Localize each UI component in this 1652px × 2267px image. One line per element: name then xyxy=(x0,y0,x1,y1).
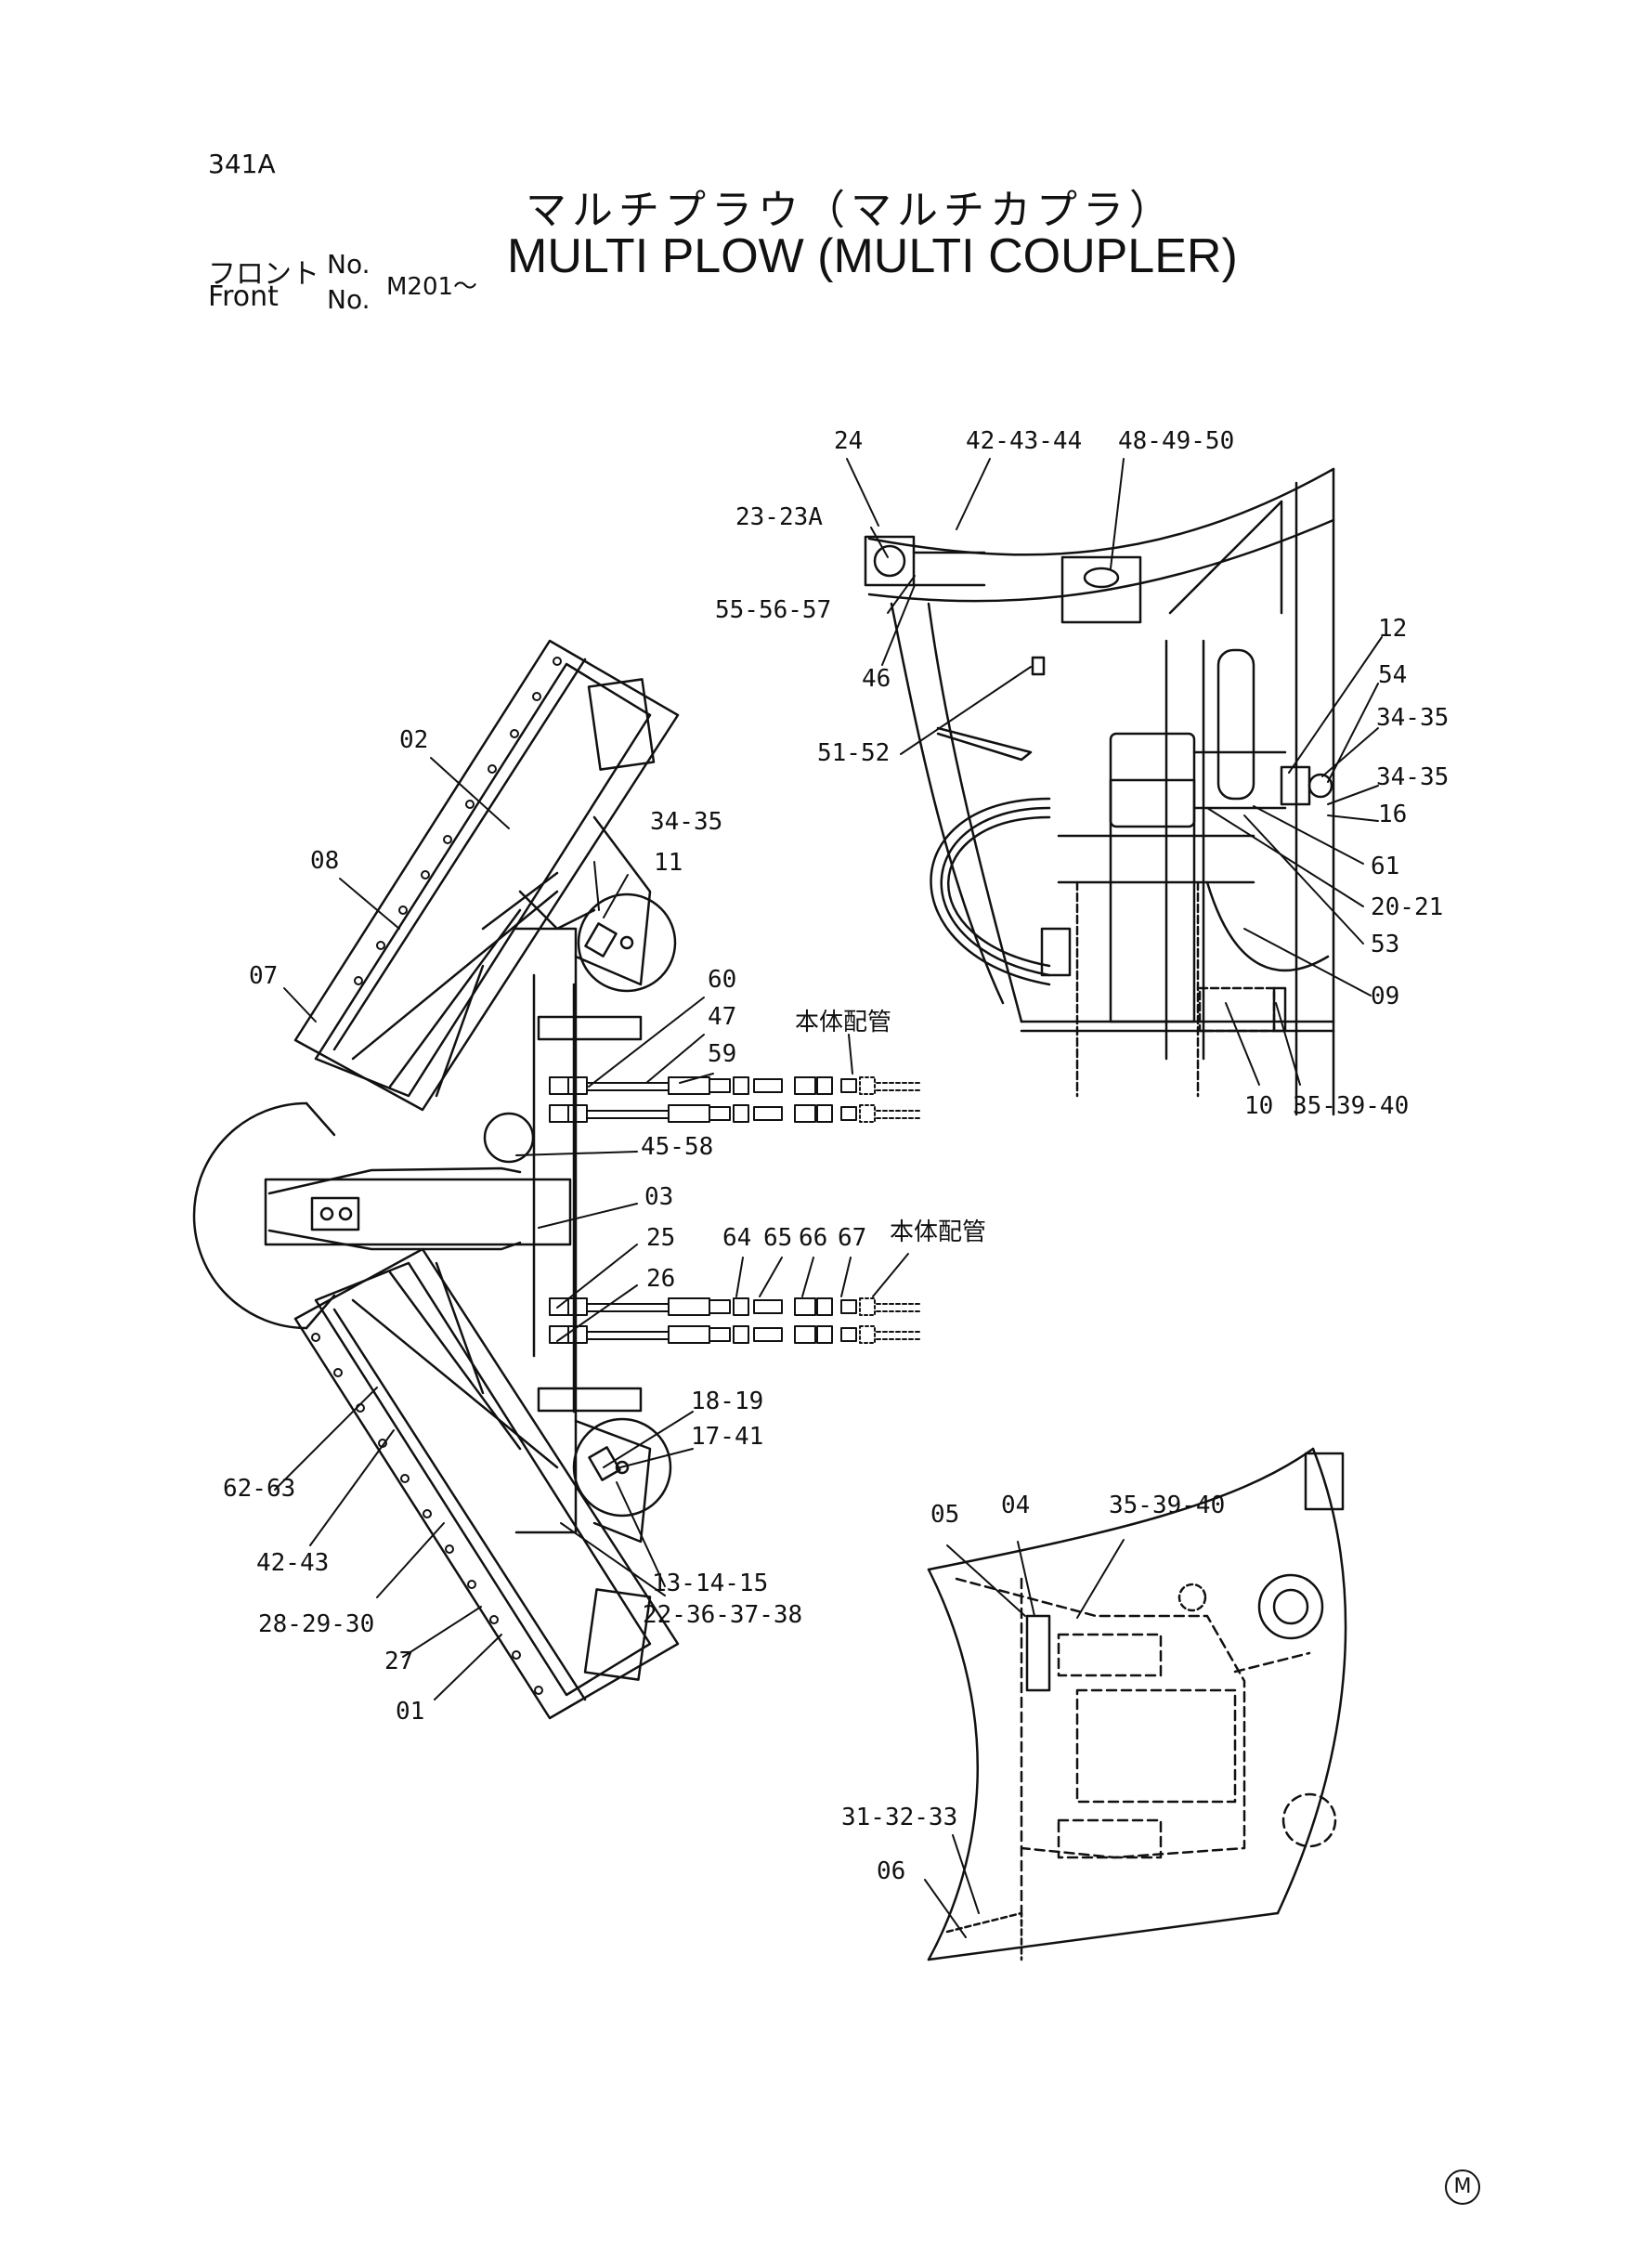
callout-04: 04 xyxy=(1001,1492,1031,1519)
callout-48-49-50: 48-49-50 xyxy=(1118,427,1235,455)
no-label-1: No. xyxy=(327,249,371,280)
callout-11: 11 xyxy=(654,849,683,877)
callout-22-36-37-38: 22-36-37-38 xyxy=(643,1601,803,1629)
callout-02: 02 xyxy=(399,726,429,754)
callout-28-29-30: 28-29-30 xyxy=(258,1610,375,1638)
plow-assembly xyxy=(192,639,920,1720)
callout-46: 46 xyxy=(862,665,891,693)
callout-03: 03 xyxy=(644,1183,674,1211)
callout-08: 08 xyxy=(310,847,340,875)
callout-53: 53 xyxy=(1371,931,1400,958)
callout-09: 09 xyxy=(1371,983,1400,1010)
callout-42-43: 42-43 xyxy=(256,1549,330,1577)
callout-18-19: 18-19 xyxy=(691,1388,764,1415)
title-japanese: マルチプラウ（マルチカプラ） xyxy=(526,187,1176,234)
coupler-side-view xyxy=(864,467,1335,1116)
callout-60: 60 xyxy=(708,966,737,994)
callout-61: 61 xyxy=(1371,853,1400,880)
callout-62-63: 62-63 xyxy=(223,1475,296,1503)
m-mark-symbol: M xyxy=(1445,2169,1480,2205)
callout-45-58: 45-58 xyxy=(641,1133,714,1161)
callout-13-14-15: 13-14-15 xyxy=(652,1570,769,1597)
callout-10: 10 xyxy=(1244,1092,1274,1120)
front-label-english: Front xyxy=(208,280,279,313)
callout-34-35-a: 34-35 xyxy=(1376,704,1450,732)
callout-12: 12 xyxy=(1378,615,1408,643)
callout-54: 54 xyxy=(1378,661,1408,689)
front-number: M201～ xyxy=(386,273,478,301)
callout-51-52: 51-52 xyxy=(817,739,891,767)
callout-65: 65 xyxy=(763,1224,793,1252)
callout-05: 05 xyxy=(930,1501,960,1529)
callout-24: 24 xyxy=(834,427,864,455)
callout-26: 26 xyxy=(646,1265,676,1293)
callout-body-piping-upper: 本体配管 xyxy=(795,1009,892,1036)
callout-01: 01 xyxy=(396,1698,425,1726)
callout-27: 27 xyxy=(384,1648,414,1675)
callout-34-35-c: 34-35 xyxy=(650,808,723,836)
no-label-2: No. xyxy=(327,284,371,315)
title-english: MULTI PLOW (MULTI COUPLER) xyxy=(507,229,1238,283)
callout-07: 07 xyxy=(249,962,279,990)
callout-17-41: 17-41 xyxy=(691,1423,764,1451)
callout-35-39-40-a: 35-39-40 xyxy=(1293,1092,1410,1120)
callout-16: 16 xyxy=(1378,801,1408,828)
callout-47: 47 xyxy=(708,1003,737,1031)
leader-lines xyxy=(274,458,1383,1938)
callout-body-piping-lower: 本体配管 xyxy=(890,1218,987,1246)
callout-34-35-b: 34-35 xyxy=(1376,763,1450,791)
callout-35-39-40-b: 35-39-40 xyxy=(1109,1492,1226,1519)
plow-rear-view xyxy=(927,1447,1347,1961)
callout-66: 66 xyxy=(799,1224,828,1252)
front-label-japanese: フロント xyxy=(208,258,319,291)
callout-55-56-57: 55-56-57 xyxy=(715,596,832,624)
callout-64: 64 xyxy=(722,1224,752,1252)
page-code: 341A xyxy=(208,149,276,179)
callout-59: 59 xyxy=(708,1040,737,1068)
callout-20-21: 20-21 xyxy=(1371,893,1444,921)
callout-42-43-44: 42-43-44 xyxy=(966,427,1083,455)
callout-23-23A: 23-23A xyxy=(735,503,823,531)
callout-31-32-33: 31-32-33 xyxy=(841,1804,958,1831)
callout-06: 06 xyxy=(877,1857,906,1885)
callout-25: 25 xyxy=(646,1224,676,1252)
callout-67: 67 xyxy=(838,1224,867,1252)
